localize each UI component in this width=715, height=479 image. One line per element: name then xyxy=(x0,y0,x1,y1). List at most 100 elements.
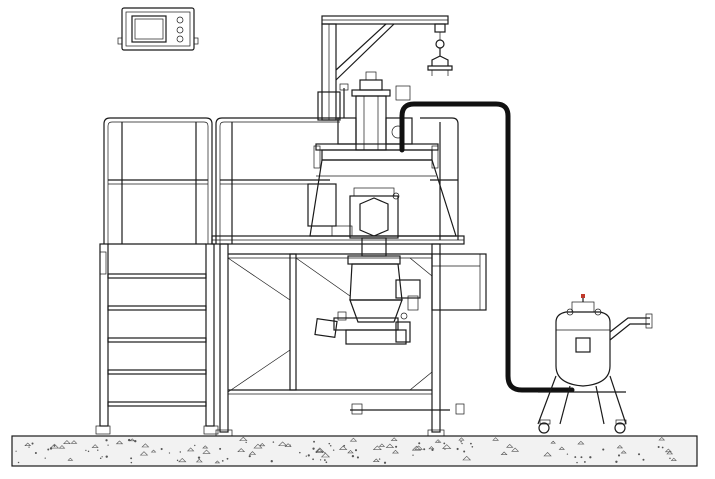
chain-hoist xyxy=(427,23,453,76)
floor-speck xyxy=(577,440,585,445)
floor-speck xyxy=(385,443,395,448)
floor-speck xyxy=(456,447,459,451)
floor-speck xyxy=(129,438,136,442)
floor-speck xyxy=(325,461,328,464)
floor-speck xyxy=(324,452,326,454)
floor-speck xyxy=(462,455,472,461)
floor-speck xyxy=(53,444,56,447)
floor-speck xyxy=(574,456,577,459)
floor-speck xyxy=(356,456,359,459)
floor-speck xyxy=(259,443,266,447)
floor-speck xyxy=(637,453,641,456)
floor-speck xyxy=(543,452,552,457)
floor-speck xyxy=(347,449,354,454)
floor-speck xyxy=(442,444,452,449)
floor-speck xyxy=(105,455,108,458)
control-panel xyxy=(117,7,199,51)
floor-speck xyxy=(91,444,99,448)
floor-speck xyxy=(141,443,150,448)
floor-speck xyxy=(160,448,163,451)
floor-speck xyxy=(576,461,578,464)
floor-speck xyxy=(461,442,463,445)
floor-speck xyxy=(589,456,592,459)
floor-speck xyxy=(550,440,556,444)
floor-speck xyxy=(58,445,66,449)
floor-speck xyxy=(270,460,273,463)
floor-speck xyxy=(431,448,434,452)
floor-speck xyxy=(372,458,380,462)
floor-speck xyxy=(511,447,520,452)
floor-speck xyxy=(186,447,195,452)
floor-speck xyxy=(226,457,229,460)
floor-speck xyxy=(617,454,621,457)
floor-speck xyxy=(176,459,179,462)
floor-speck xyxy=(312,447,315,450)
floor-speck xyxy=(349,437,358,442)
floor-aggregate-texture xyxy=(15,436,677,464)
floor-speck xyxy=(239,436,248,441)
floor-speck xyxy=(214,460,221,464)
floor-speck xyxy=(669,457,671,460)
floor-speck xyxy=(460,441,462,443)
floor-speck xyxy=(329,445,332,447)
floor-speck xyxy=(315,447,325,452)
floor-speck xyxy=(558,446,565,450)
floor-speck xyxy=(411,445,422,451)
floor-speck xyxy=(492,437,499,441)
floor-speck xyxy=(134,439,137,443)
floor-speck xyxy=(178,457,187,463)
floor-speck xyxy=(139,451,149,456)
floor-speck xyxy=(179,451,182,453)
floor-speck xyxy=(197,456,201,459)
floor-speck xyxy=(615,460,618,463)
floor-speck xyxy=(278,441,288,447)
floor-speck xyxy=(338,445,348,450)
floor-speck xyxy=(47,448,50,451)
floor-speck xyxy=(414,445,423,450)
floor-speck xyxy=(49,443,60,449)
floor-speck xyxy=(506,443,514,448)
floor-speck xyxy=(458,437,465,441)
floor-speck xyxy=(428,446,435,450)
discharge-valve xyxy=(347,237,401,265)
floor-speck xyxy=(443,442,446,445)
floor-speck xyxy=(99,457,102,460)
floor-speck xyxy=(44,457,46,459)
floor-speck xyxy=(664,448,672,453)
floor-speck xyxy=(418,442,421,445)
main-vessel xyxy=(307,71,457,239)
floor-speck xyxy=(670,457,677,461)
floor-speck xyxy=(28,446,30,448)
floor-speck xyxy=(372,445,382,450)
floor-speck xyxy=(15,450,17,452)
floor-speck xyxy=(566,453,569,455)
floor-speck xyxy=(202,445,209,449)
floor-speck xyxy=(130,457,133,460)
floor-speck xyxy=(470,442,472,445)
floor-speck xyxy=(378,458,381,460)
floor-speck xyxy=(423,448,426,451)
floor-speck xyxy=(17,461,20,464)
floor-speck xyxy=(351,455,355,458)
floor-speck xyxy=(642,458,645,461)
floor-speck xyxy=(620,450,627,454)
floor-speck xyxy=(616,445,624,449)
floor-speck xyxy=(463,450,466,453)
mobile-trolley xyxy=(537,313,653,434)
floor-speck xyxy=(580,456,583,459)
floor-speck xyxy=(202,449,211,454)
floor-speck xyxy=(248,455,251,458)
floor-speck xyxy=(319,459,322,461)
transfer-hose xyxy=(399,101,575,393)
floor-speck xyxy=(583,461,586,463)
floor-speck xyxy=(115,440,124,445)
floor-speck xyxy=(434,439,442,443)
floor-speck xyxy=(658,436,666,441)
floor-speck xyxy=(85,449,87,452)
floor-speck xyxy=(312,458,314,461)
floor-speck xyxy=(272,441,275,443)
floor-speck xyxy=(661,446,664,449)
floor-speck xyxy=(70,440,78,444)
outlet-valve-assembly xyxy=(314,311,411,345)
